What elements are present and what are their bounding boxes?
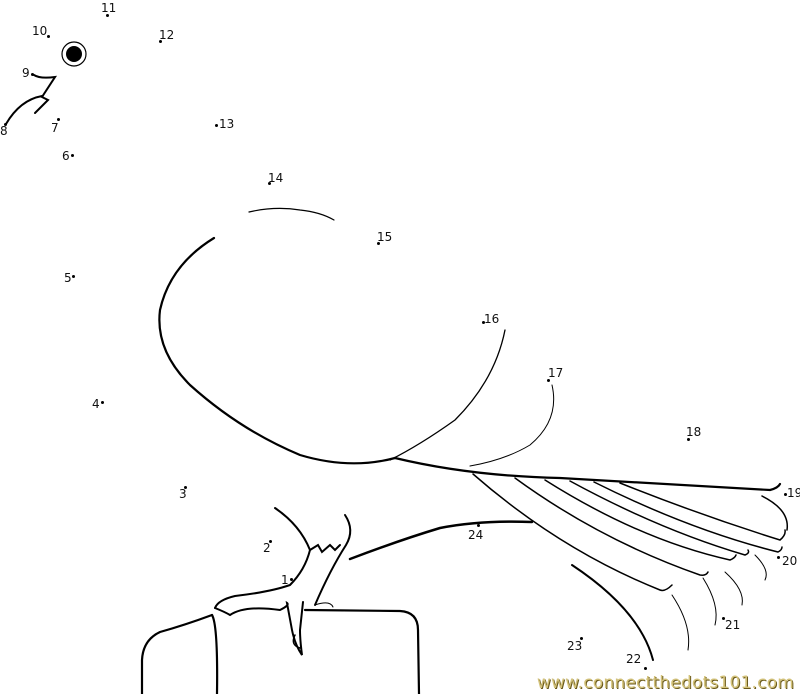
tail-top	[393, 456, 782, 492]
dot-4	[101, 401, 104, 404]
dot-13	[215, 124, 218, 127]
dot-23	[580, 637, 583, 640]
dot-label-2: 2	[263, 541, 271, 555]
dot-label-3: 3	[179, 487, 187, 501]
dot-label-13: 13	[219, 117, 235, 131]
dot-label-12: 12	[159, 28, 175, 42]
perch-post	[140, 608, 421, 694]
dot-label-20: 20	[782, 554, 798, 568]
dot-2	[269, 540, 272, 543]
dot-label-6: 6	[62, 149, 70, 163]
belly-line	[348, 520, 534, 561]
dot-label-19: 19	[787, 486, 800, 500]
dot-12	[159, 40, 162, 43]
dot-label-10: 10	[32, 24, 48, 38]
dot-label-17: 17	[548, 366, 564, 380]
dot-14	[268, 182, 271, 185]
dot-5	[72, 275, 75, 278]
dot-label-21: 21	[725, 618, 741, 632]
dot-label-5: 5	[64, 271, 72, 285]
dot-20	[777, 556, 780, 559]
dot-21	[722, 617, 725, 620]
dot-3	[184, 486, 187, 489]
dot-11	[106, 14, 109, 17]
dot-label-24: 24	[468, 528, 484, 542]
dot-6	[71, 154, 74, 157]
dot-18	[687, 438, 690, 441]
wing-line	[389, 329, 506, 461]
legs-and-feet	[214, 507, 352, 656]
dot-label-22: 22	[626, 652, 642, 666]
dot-label-18: 18	[686, 425, 702, 439]
dot-1	[290, 578, 293, 581]
dot-label-23: 23	[567, 639, 583, 653]
dot-17	[547, 379, 550, 382]
back-line	[248, 207, 335, 221]
dot-label-4: 4	[92, 397, 100, 411]
dot-15	[377, 242, 380, 245]
dot-19	[784, 493, 787, 496]
dot-16	[482, 321, 485, 324]
dot-label-7: 7	[51, 121, 59, 135]
dot-label-11: 11	[101, 1, 117, 15]
dot-label-16: 16	[484, 312, 500, 326]
breast-line	[158, 236, 397, 465]
eye	[61, 41, 87, 67]
dot-label-1: 1	[281, 573, 289, 587]
dot-label-9: 9	[22, 66, 30, 80]
dot-22	[644, 667, 647, 670]
dot-label-14: 14	[268, 171, 284, 185]
dot-label-8: 8	[0, 124, 8, 138]
watermark-url: www.connectthedots101.com	[536, 673, 794, 694]
tail-feathers	[472, 473, 789, 661]
dot-7	[57, 118, 60, 121]
beak	[5, 74, 58, 125]
wing-tip	[469, 384, 555, 467]
dot-10	[47, 35, 50, 38]
dot-label-15: 15	[377, 230, 393, 244]
dot-24	[477, 524, 480, 527]
dot-8	[4, 123, 7, 126]
dot-9	[31, 73, 34, 76]
